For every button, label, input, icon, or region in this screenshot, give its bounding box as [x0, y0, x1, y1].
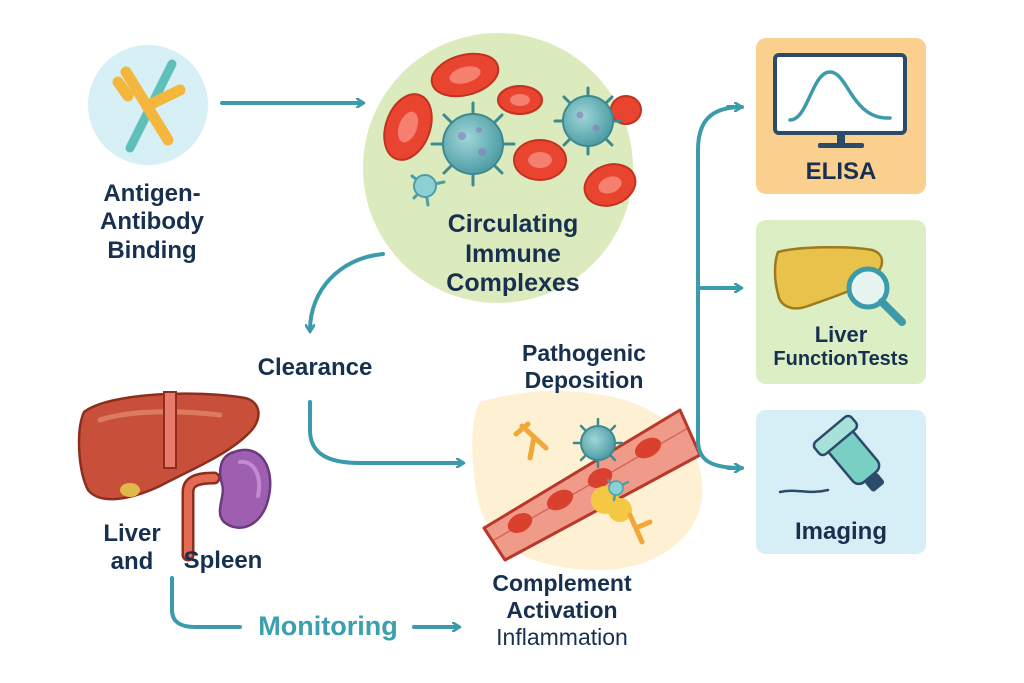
pathogenic-deposition-label: Pathogenic Deposition: [522, 340, 646, 394]
monitoring-label: Monitoring: [258, 611, 398, 641]
elisa-label: ELISA: [805, 158, 877, 185]
imaging-panel[interactable]: [756, 410, 926, 554]
arrow-complexes-to-clearance: [310, 252, 385, 330]
liver-function-tests-label: Liver FunctionTests: [773, 322, 909, 370]
clearance-label: Clearance: [257, 354, 373, 381]
elisa-curve-icon: [788, 70, 892, 122]
arrow-clearance-to-deposition: [308, 400, 462, 463]
liver-and-label: Liver and: [103, 520, 161, 576]
arrow-branch-to-panels: [696, 105, 744, 470]
immune-complexes-illustration: [363, 33, 642, 303]
blood-vessel-illustration: [472, 390, 703, 570]
ultrasound-probe-icon: [778, 414, 885, 494]
spleen-label: Spleen: [183, 547, 263, 574]
imaging-label: Imaging: [794, 518, 887, 545]
connectors: [170, 103, 744, 629]
lft-panel[interactable]: [756, 220, 926, 384]
magnifier-icon: [846, 266, 906, 326]
antigen-antibody-binding-label: Antigen- Antibody Binding: [100, 180, 204, 264]
liver-icon: [77, 391, 260, 501]
complement-activation-label: Complement Activation Inflammation: [492, 570, 632, 651]
antibody-icon: [88, 45, 208, 165]
elisa-panel[interactable]: [756, 38, 926, 194]
arrow-monitoring: [170, 576, 242, 629]
circulating-immune-complexes-label: Circulating Immune Complexes: [446, 210, 580, 297]
spleen-icon: [181, 448, 272, 562]
